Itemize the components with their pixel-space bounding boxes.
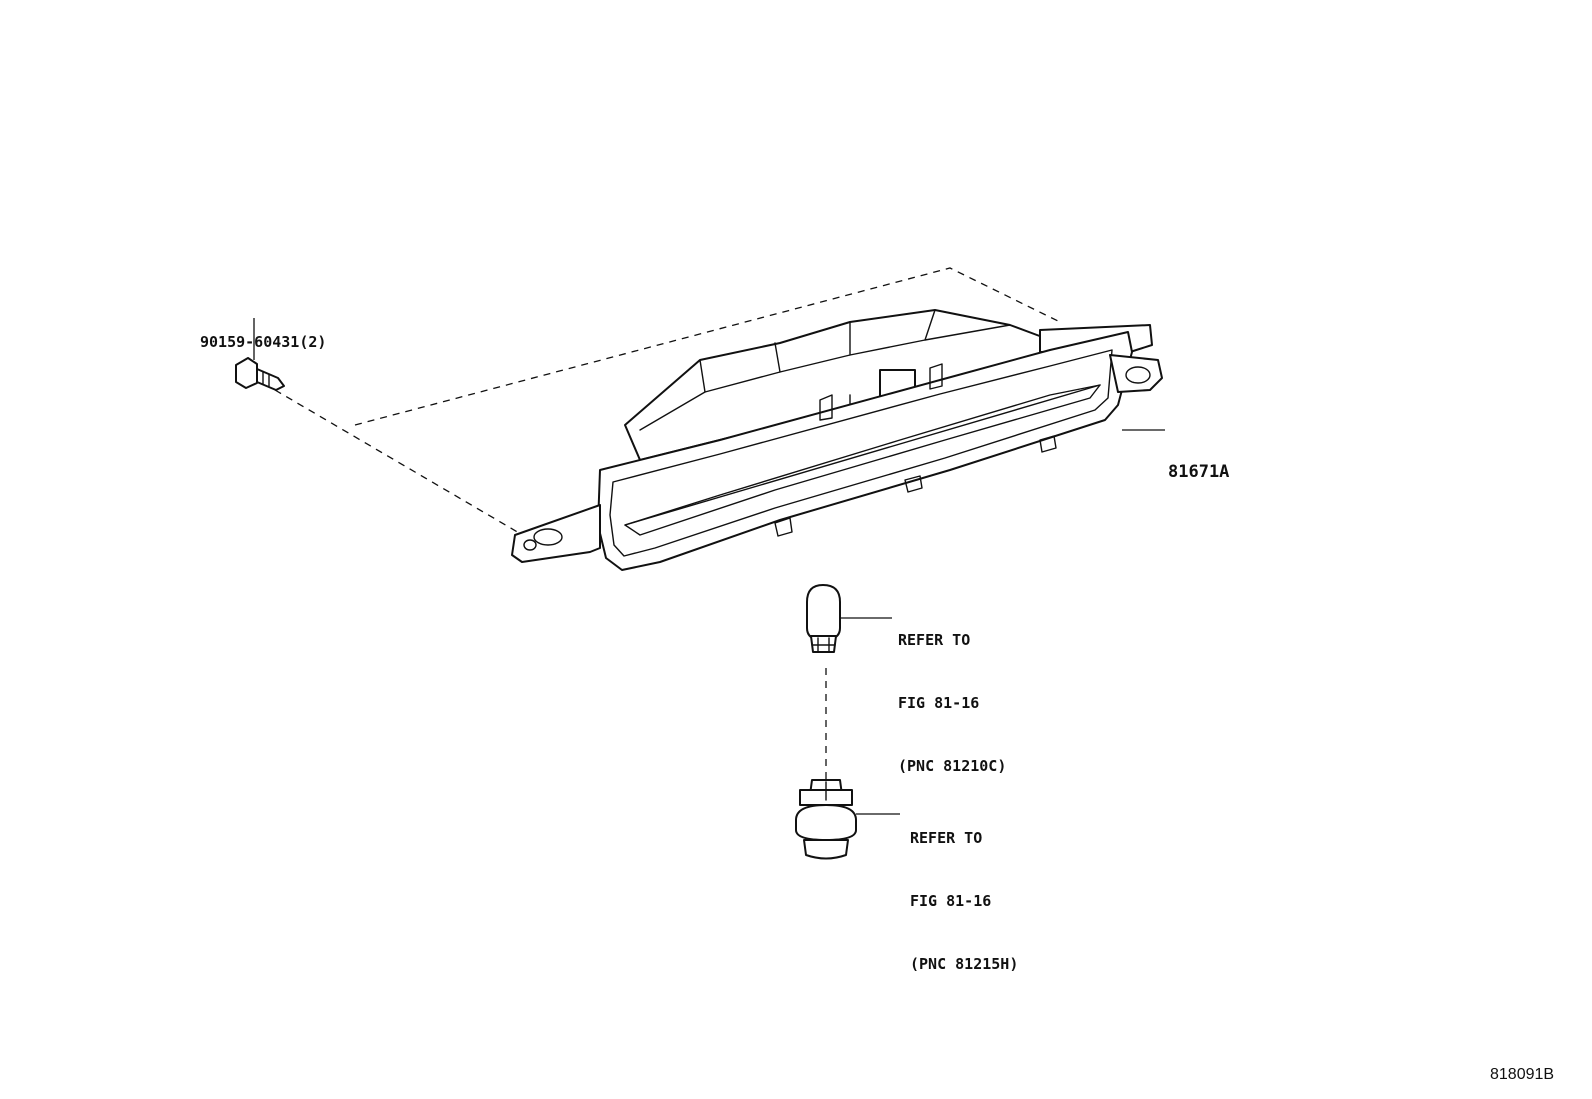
label-bulb-reference: REFER TO FIG 81-16 (PNC 81210C): [898, 588, 1006, 798]
socket-part: [795, 779, 857, 860]
bulb-ref-line-1: REFER TO: [898, 631, 971, 649]
label-screw-part-number: 90159-60431(2): [200, 290, 326, 374]
bulb-ref-line-3: (PNC 81210C): [898, 757, 1007, 775]
sheet-id: 818091B: [1490, 1066, 1555, 1083]
socket-ref-line-3: (PNC 81215H): [910, 955, 1019, 973]
socket-ref-line-2: FIG 81-16: [910, 892, 992, 910]
lamp-assembly-part-number: 81671A: [1168, 462, 1230, 482]
socket-ref-line-1: REFER TO: [910, 829, 983, 847]
leader-lines: [253, 318, 1165, 815]
label-lamp-assembly: 81671A: [1168, 420, 1229, 504]
phantom-lines: [274, 267, 1061, 793]
screw-part: [235, 357, 285, 391]
label-socket-reference: REFER TO FIG 81-16 (PNC 81215H): [910, 786, 1018, 996]
stop-lamp-assembly: [511, 309, 1163, 571]
screw-part-number: 90159-60431(2): [200, 333, 327, 351]
bulb-part: [806, 584, 841, 653]
bulb-ref-line-2: FIG 81-16: [898, 694, 980, 712]
